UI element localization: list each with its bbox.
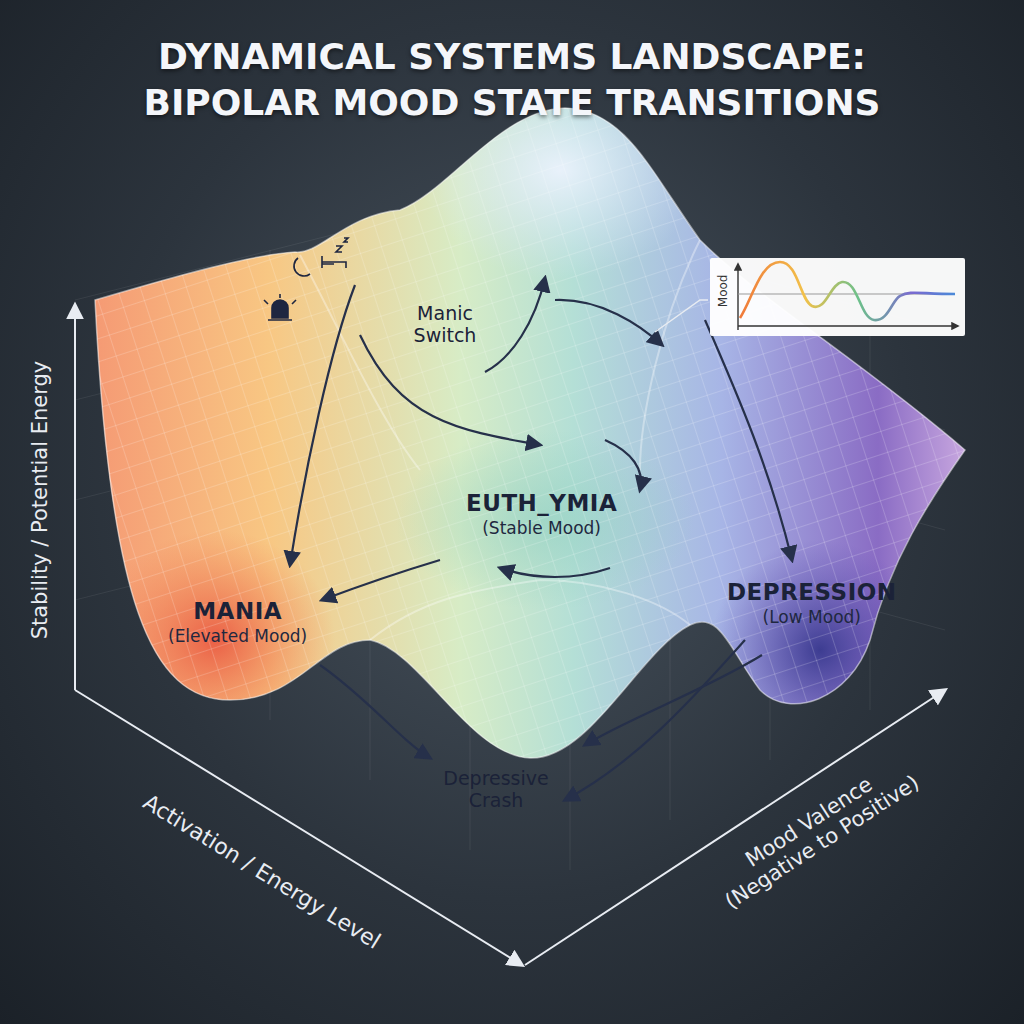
axis-label: Activation / Energy Level: [139, 789, 385, 954]
transition-label: Depressive Crash: [436, 768, 556, 812]
state-description: (Elevated Mood): [168, 626, 307, 646]
axis-label: Mood Valence (Negative to Positive): [704, 748, 927, 916]
title: DYNAMICAL SYSTEMS LANDSCAPE: BIPOLAR MOO…: [112, 34, 912, 126]
axis-label: Stability / Potential Energy: [28, 361, 52, 640]
inset-axis-label: Mood: [717, 275, 731, 308]
depression-basin: DEPRESSION(Low Mood): [727, 579, 897, 627]
euthymia-basin: EUTH_YMIA(Stable Mood): [466, 490, 617, 538]
transition-label: Manic Switch: [405, 303, 485, 347]
mania-basin: MANIA(Elevated Mood): [168, 598, 307, 646]
state-description: (Stable Mood): [466, 518, 617, 538]
state-name: MANIA: [168, 598, 307, 624]
state-name: DEPRESSION: [727, 579, 897, 605]
state-description: (Low Mood): [727, 607, 897, 627]
state-name: EUTH_YMIA: [466, 490, 617, 516]
